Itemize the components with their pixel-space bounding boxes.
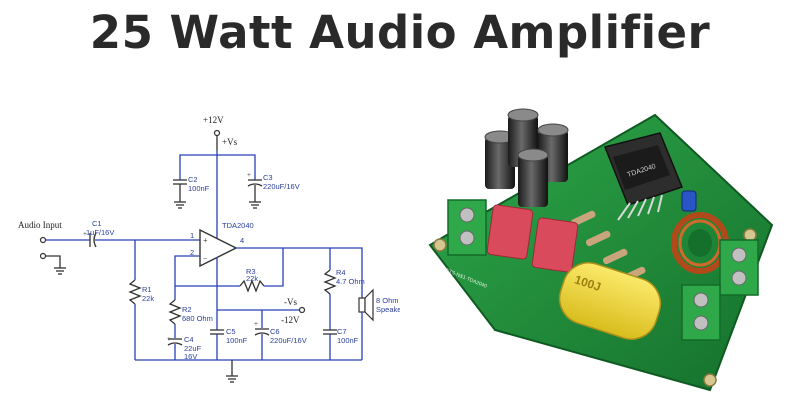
r4-value: 4.7 Ohm [336, 277, 365, 286]
supply-pos-terminal [213, 129, 221, 137]
audio-input-label: Audio Input [18, 220, 62, 230]
pcb-board-photo: TDA2040 100J [428, 108, 774, 392]
c6-label: C6 [270, 327, 280, 336]
c3-value: 220uF/16V [263, 182, 300, 191]
input-ground-terminal [39, 252, 47, 260]
wire [174, 255, 200, 300]
ic-label: TDA2040 [222, 221, 254, 230]
speaker-icon [358, 297, 366, 313]
supply-pos-label: +Vs [222, 137, 238, 147]
supply-neg-voltage: -12V [281, 315, 300, 325]
c2-label: C2 [188, 175, 198, 184]
r1-label: R1 [142, 285, 152, 294]
input-terminal [39, 236, 47, 244]
speaker-label: Speaker [376, 305, 400, 314]
yellow-film-capacitor: 100J [558, 262, 662, 340]
c5-label: C5 [226, 327, 236, 336]
c6-polarity: + [254, 320, 258, 328]
c4-value-1: 22uF [184, 344, 202, 353]
c4-label: C4 [184, 335, 194, 344]
c6-value: 220uF/16V [270, 336, 307, 345]
terminal-blocks [447, 199, 759, 341]
chip-pins [617, 194, 663, 221]
speaker-cone [364, 288, 374, 322]
c1-polarity: + [83, 230, 87, 238]
mounting-hole [433, 238, 447, 252]
supply-neg-terminal [298, 306, 306, 314]
c1-value: 1uF/16V [86, 228, 114, 237]
c4-plate [167, 342, 183, 346]
r3-value: 22k [246, 274, 258, 283]
c4-value-2: 16V [184, 352, 197, 361]
supply-pos-voltage: +12V [203, 115, 224, 125]
pin-2: 2 [190, 248, 194, 257]
c7-label: C7 [337, 327, 347, 336]
tda2040-opamp [199, 228, 238, 268]
r4-label: R4 [336, 268, 346, 277]
supply-neg-label: -Vs [284, 297, 297, 307]
r4-resistor [323, 269, 337, 295]
r1-value: 22k [142, 294, 154, 303]
opamp-plus: + [203, 236, 208, 245]
mounting-hole [703, 373, 717, 387]
opamp-minus: − [203, 254, 208, 263]
c7-value: 100nF [337, 336, 359, 345]
r1-resistor [128, 279, 142, 305]
c5-value: 100nF [226, 336, 248, 345]
c6-plate [254, 332, 270, 336]
c3-polarity: + [247, 171, 251, 179]
red-film-capacitors [486, 204, 579, 273]
wire-supply-rail [179, 154, 256, 170]
c2-value: 100nF [188, 184, 210, 193]
r3-resistor [239, 279, 265, 293]
pin-1: 1 [190, 231, 194, 240]
c3-plate [247, 183, 263, 187]
r2-resistor [168, 299, 182, 325]
c3-label: C3 [263, 173, 273, 182]
r2-value: 680 Ohm [182, 314, 213, 323]
r3-label: R3 [246, 267, 256, 276]
mounting-hole [743, 228, 757, 242]
tda2040-chip [613, 145, 670, 190]
wire [264, 248, 284, 287]
speaker-value: 8 Ohm [376, 296, 399, 305]
pin-4: 4 [240, 236, 244, 245]
wire [45, 255, 61, 268]
electrolytic-capacitors [484, 108, 569, 207]
c1-label: C1 [92, 219, 102, 228]
page-title: 25 Watt Audio Amplifier [89, 6, 711, 59]
c1-plate [93, 232, 97, 248]
small-capacitor [681, 190, 697, 212]
r2-label: R2 [182, 305, 192, 314]
wire [330, 247, 363, 298]
amplifier-schematic: +12V +Vs C2 100nF + C3 220uF/16V Audio I… [18, 115, 400, 383]
